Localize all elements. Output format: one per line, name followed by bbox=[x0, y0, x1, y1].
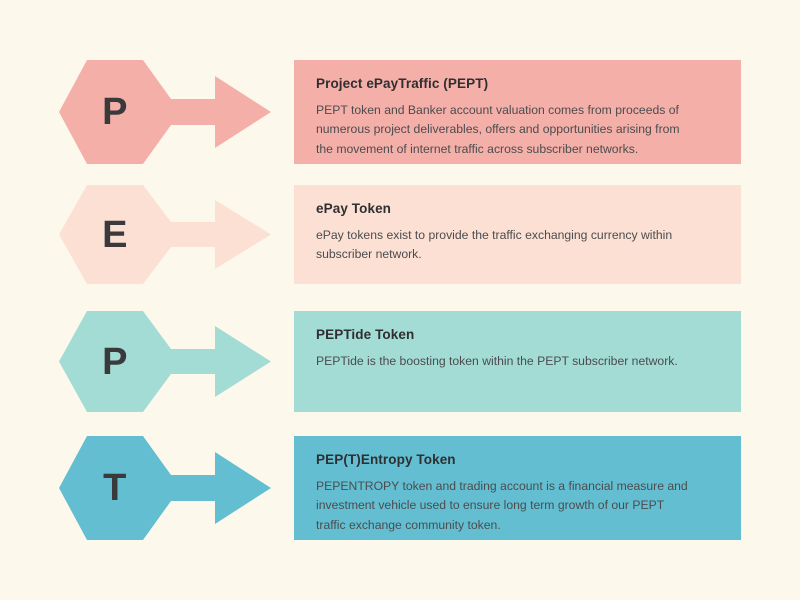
content-panel: ePay Token ePay tokens exist to provide … bbox=[294, 185, 741, 284]
diagram-row: P PEPTide Token PEPTide is the boosting … bbox=[0, 311, 800, 412]
row-4-shape-path bbox=[59, 436, 271, 540]
row-letter: P bbox=[102, 340, 128, 383]
panel-title: ePay Token bbox=[316, 201, 392, 216]
hexagon-arrow-shape bbox=[59, 311, 271, 412]
content-panel: Project ePayTraffic (PEPT) PEPT token an… bbox=[294, 60, 741, 164]
row-3-shape-path bbox=[59, 311, 271, 412]
panel-body: PEPENTROPY token and trading account is … bbox=[316, 479, 688, 532]
row-letter: T bbox=[103, 467, 127, 509]
diagram-row: P Project ePayTraffic (PEPT) PEPT token … bbox=[0, 60, 800, 164]
panel-title: PEP(T)Entropy Token bbox=[316, 452, 456, 467]
panel-title: Project ePayTraffic (PEPT) bbox=[316, 76, 489, 91]
hexagon-arrow-icon bbox=[59, 60, 271, 164]
panel-body: ePay tokens exist to provide the traffic… bbox=[316, 228, 673, 262]
hexagon-arrow-icon bbox=[59, 436, 271, 540]
hexagon-arrow-icon bbox=[59, 311, 271, 412]
content-panel: PEP(T)Entropy Token PEPENTROPY token and… bbox=[294, 436, 741, 540]
diagram-row: E ePay Token ePay tokens exist to provid… bbox=[0, 185, 800, 284]
row-2-shape-path bbox=[59, 185, 271, 284]
row-letter: E bbox=[102, 213, 128, 256]
hexagon-arrow-shape bbox=[59, 60, 271, 164]
panel-body: PEPT token and Banker account valuation … bbox=[316, 103, 680, 156]
row-1-shape-path bbox=[59, 60, 271, 164]
hexagon-arrow-shape bbox=[59, 436, 271, 540]
diagram-row: T PEP(T)Entropy Token PEPENTROPY token a… bbox=[0, 436, 800, 540]
hexagon-arrow-shape bbox=[59, 185, 271, 284]
hexagon-arrow-icon bbox=[59, 185, 271, 284]
panel-body: PEPTide is the boosting token within the… bbox=[316, 354, 678, 369]
panel-title: PEPTide Token bbox=[316, 327, 415, 342]
row-letter: P bbox=[102, 91, 128, 133]
content-panel: PEPTide Token PEPTide is the boosting to… bbox=[294, 311, 741, 412]
